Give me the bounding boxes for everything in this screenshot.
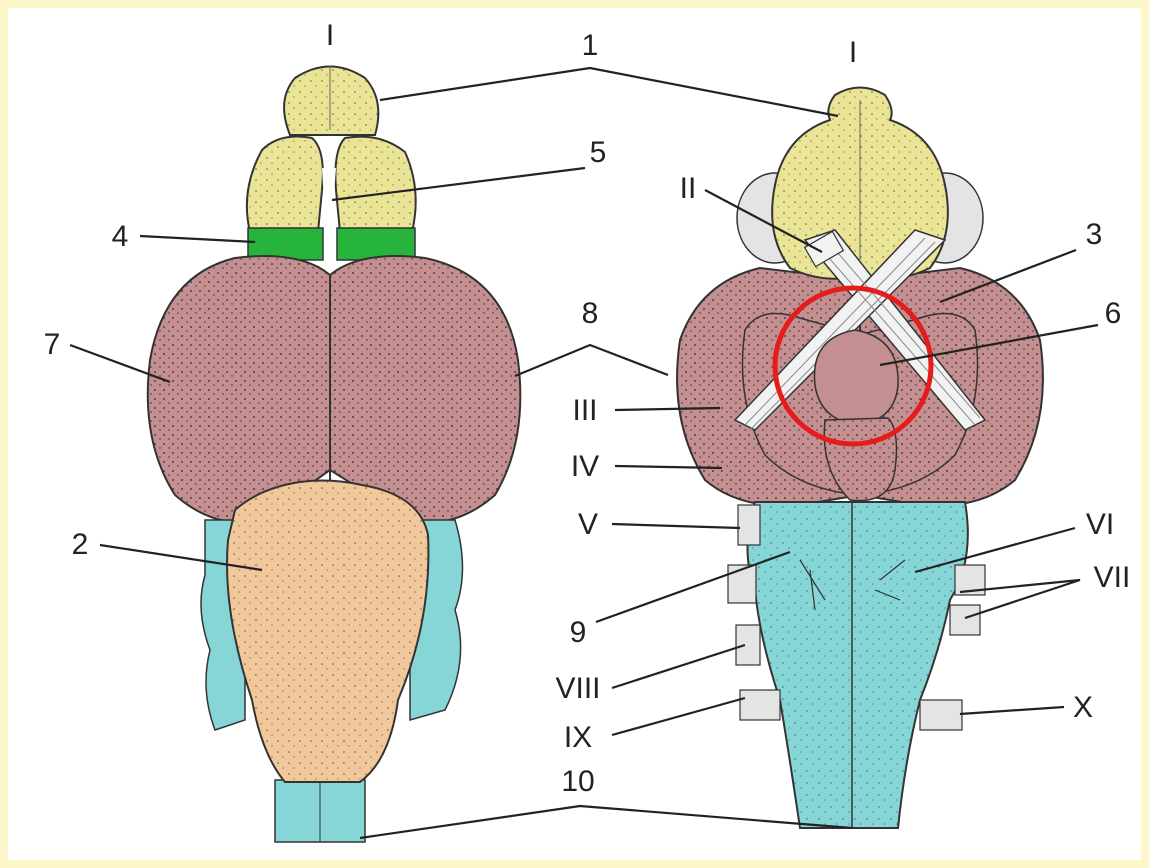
label-II: II xyxy=(680,172,697,205)
label-VII: VII xyxy=(1094,561,1131,594)
label-7: 7 xyxy=(44,328,61,361)
label-VIII: VIII xyxy=(555,672,600,705)
label-5: 5 xyxy=(590,136,607,169)
label-3: 3 xyxy=(1086,218,1103,251)
label-1: 1 xyxy=(582,29,599,62)
label-6: 6 xyxy=(1105,297,1122,330)
label-2: 2 xyxy=(72,528,89,561)
label-10: 10 xyxy=(561,765,594,798)
ventral-view xyxy=(677,88,1043,829)
label-9: 9 xyxy=(570,616,587,649)
label-VI: VI xyxy=(1086,508,1114,541)
label-8: 8 xyxy=(582,297,599,330)
label-I-dorsal: I xyxy=(326,19,334,52)
medulla-ventral xyxy=(748,502,968,828)
label-IV: IV xyxy=(571,450,599,483)
cerebellum-dorsal xyxy=(227,481,428,782)
label-IX: IX xyxy=(564,721,592,754)
label-I-ventral: I xyxy=(849,36,857,69)
label-X: X xyxy=(1073,691,1093,724)
label-V: V xyxy=(578,508,598,541)
label-4: 4 xyxy=(112,220,129,253)
label-III: III xyxy=(572,394,597,427)
olfactory-bulb-dorsal xyxy=(284,66,378,135)
